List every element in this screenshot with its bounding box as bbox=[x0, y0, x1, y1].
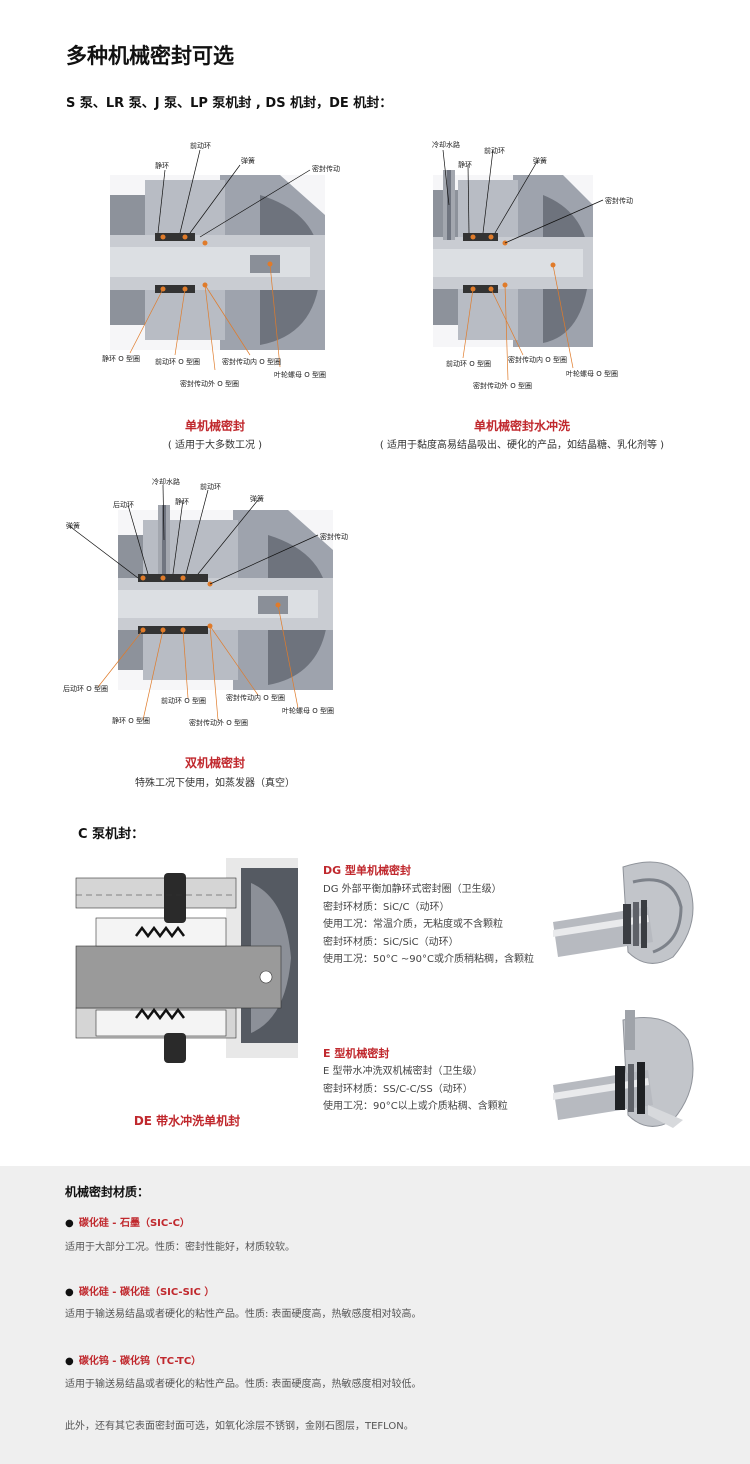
e-line: 使用工况：90°C以上或介质粘稠、含颗粒 bbox=[323, 1101, 508, 1112]
c-diagram-caption: DE 带水冲洗单机封 bbox=[133, 1114, 241, 1128]
d3-label-static-ring: 静环 bbox=[175, 498, 189, 506]
diagram2-subtitle: ( 适用于黏度高易结晶吸出、硬化的产品，如结晶糖、乳化剂等 ) bbox=[379, 440, 665, 451]
e-spec-list: E 型带水冲洗双机械密封（卫生级） 密封环材质：SS/C-C/SS（动环） 使用… bbox=[323, 1063, 508, 1116]
dg-title: DG 型单机械密封 bbox=[323, 864, 411, 877]
c-pump-diagram bbox=[75, 858, 298, 1063]
diagram1-drawing bbox=[110, 149, 325, 371]
material-desc: 适用于输送易结晶或者硬化的粘性产品。性质: 表面硬度高，热敏感度相对较低。 bbox=[65, 1379, 422, 1390]
d1-label-front-oring: 前动环 O 型圈 bbox=[155, 358, 200, 366]
material-item: ● 碳化硅 - 石墨（SIC-C） bbox=[65, 1211, 190, 1230]
material-name: 碳化钨 - 碳化钨（TC-TC） bbox=[78, 1356, 202, 1367]
dg-line: 密封环材质：SiC/C（动环） bbox=[323, 901, 450, 913]
section1-heading: S 泵、LR 泵、J 泵、LP 泵机封 , DS 机封，DE 机封： bbox=[66, 96, 393, 111]
d1-label-spring: 弹簧 bbox=[241, 157, 255, 165]
d3-label-impeller-nut-oring: 叶轮螺母 O 型圈 bbox=[282, 707, 334, 715]
dg-line: 使用工况：50°C ~90°C或介质稍粘稠，含颗粒 bbox=[323, 954, 534, 965]
dg-line: DG 外部平衡加静环式密封圈（卫生级） bbox=[323, 884, 502, 895]
d3-label-front-ring: 前动环 bbox=[200, 483, 221, 491]
diagram3-title: 双机械密封 bbox=[184, 756, 245, 770]
materials-heading: 机械密封材质： bbox=[65, 1185, 150, 1199]
d2-label-cooling: 冷却水路 bbox=[432, 141, 460, 149]
d2-label-drive-outer-oring: 密封传动外 O 型圈 bbox=[473, 382, 532, 390]
e-line: 密封环材质：SS/C-C/SS（动环） bbox=[323, 1083, 473, 1095]
d3-label-static-oring: 静环 O 型圈 bbox=[112, 717, 150, 725]
d1-label-front-ring: 前动环 bbox=[190, 142, 211, 150]
page-title: 多种机械密封可选 bbox=[66, 44, 234, 68]
d2-label-drive-inner-oring: 密封传动内 O 型圈 bbox=[508, 356, 567, 364]
d2-label-front-oring: 前动环 O 型圈 bbox=[446, 360, 491, 368]
bullet-icon: ● bbox=[65, 1356, 74, 1367]
bullet-icon: ● bbox=[65, 1218, 74, 1229]
diagram3-drawing bbox=[67, 484, 333, 721]
material-desc: 适用于输送易结晶或者硬化的粘性产品。性质: 表面硬度高，热敏感度相对较高。 bbox=[65, 1309, 422, 1320]
diagram1-subtitle: ( 适用于大多数工况 ) bbox=[167, 440, 263, 451]
dg-spec-list: DG 外部平衡加静环式密封圈（卫生级） 密封环材质：SiC/C（动环） 使用工况… bbox=[323, 881, 534, 969]
material-item: ● 碳化硅 - 碳化硅（SIC-SIC ） bbox=[65, 1280, 214, 1299]
d3-label-rear-oring: 后动环 O 型圈 bbox=[63, 685, 108, 693]
d2-label-seal-drive: 密封传动 bbox=[605, 197, 633, 205]
diagram2-drawing bbox=[433, 149, 604, 381]
d3-label-spring-left: 弹簧 bbox=[66, 522, 80, 530]
d1-label-drive-outer-oring: 密封传动外 O 型圈 bbox=[180, 380, 239, 388]
d1-label-static-oring: 静环 O 型圈 bbox=[102, 355, 140, 363]
d1-label-seal-drive: 密封传动 bbox=[312, 165, 340, 173]
diagram1-title: 单机械密封 bbox=[184, 419, 245, 433]
d2-label-static-ring: 静环 bbox=[458, 161, 472, 169]
d1-label-static-ring: 静环 bbox=[155, 162, 169, 170]
d3-label-seal-drive: 密封传动 bbox=[320, 533, 348, 541]
e-line: E 型带水冲洗双机械密封（卫生级） bbox=[323, 1066, 483, 1077]
dg-line: 密封环材质：SiC/SiC（动环） bbox=[323, 936, 459, 948]
material-item: ● 碳化钨 - 碳化钨（TC-TC） bbox=[65, 1349, 201, 1368]
material-desc: 适用于大部分工况。性质：密封性能好，材质较软。 bbox=[65, 1242, 295, 1253]
diagram2-title: 单机械密封水冲洗 bbox=[473, 419, 570, 433]
diagram3-subtitle: 特殊工况下使用，如蒸发器（真空） bbox=[135, 778, 295, 789]
d3-label-spring-right: 弹簧 bbox=[250, 495, 264, 503]
d3-label-drive-outer-oring: 密封传动外 O 型圈 bbox=[189, 719, 248, 727]
dg-seal-image bbox=[553, 861, 694, 964]
d3-label-front-oring: 前动环 O 型圈 bbox=[161, 697, 206, 705]
d2-label-spring: 弹簧 bbox=[533, 157, 547, 165]
materials-footer: 此外，还有其它表面密封面可选，如氧化涂层不锈钢，金刚石图层，TEFLON。 bbox=[65, 1421, 414, 1432]
materials-panel bbox=[0, 1166, 750, 1464]
section2-heading: C 泵机封： bbox=[78, 827, 145, 842]
e-title: E 型机械密封 bbox=[323, 1047, 390, 1060]
d2-label-impeller-nut-oring: 叶轮螺母 O 型圈 bbox=[566, 370, 618, 378]
d1-label-impeller-nut-oring: 叶轮螺母 O 型圈 bbox=[274, 371, 326, 379]
bullet-icon: ● bbox=[65, 1287, 74, 1298]
d2-label-front-ring: 前动环 bbox=[484, 147, 505, 155]
material-name: 碳化硅 - 石墨（SIC-C） bbox=[78, 1218, 190, 1229]
dg-line: 使用工况：常温介质，无粘度或不含颗粒 bbox=[323, 919, 503, 930]
e-seal-image bbox=[553, 1010, 694, 1128]
d3-label-drive-inner-oring: 密封传动内 O 型圈 bbox=[226, 694, 285, 702]
d1-label-drive-inner-oring: 密封传动内 O 型圈 bbox=[222, 358, 281, 366]
d3-label-rear-ring: 后动环 bbox=[113, 501, 134, 509]
material-name: 碳化硅 - 碳化硅（SIC-SIC ） bbox=[78, 1287, 215, 1298]
d3-label-cooling: 冷却水路 bbox=[152, 478, 180, 486]
